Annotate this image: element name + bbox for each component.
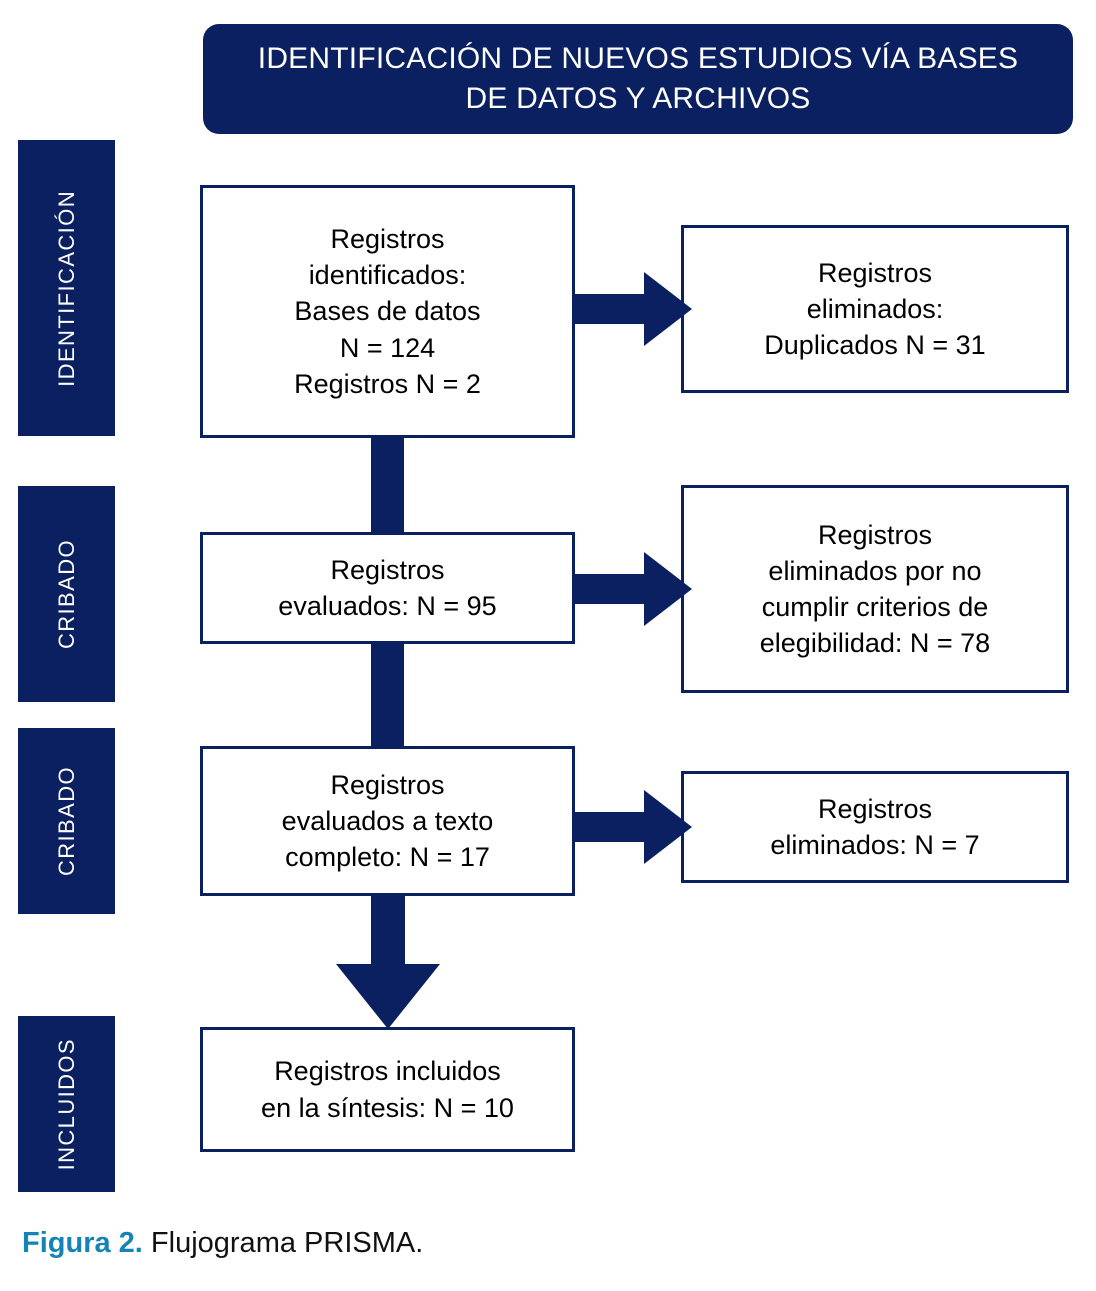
box-records-excluded-criteria: Registros eliminados por no cumplir crit… <box>681 485 1069 693</box>
box-fulltext-excluded-text: Registros eliminados: N = 7 <box>770 793 980 860</box>
stage-label-incluidos: INCLUIDOS <box>18 1016 115 1192</box>
box-fulltext-excluded: Registros eliminados: N = 7 <box>681 771 1069 883</box>
box-fulltext-assessed-text: Registros evaluados a texto completo: N … <box>281 769 494 873</box>
diagram-header-banner: IDENTIFICACIÓN DE NUEVOS ESTUDIOS VÍA BA… <box>203 24 1073 134</box>
stage-label-cribado-2: CRIBADO <box>18 728 115 914</box>
stage-label-cribado-1: CRIBADO <box>18 486 115 702</box>
connector-identified-to-screened <box>371 436 404 534</box>
connector-screened-to-fulltext <box>371 642 404 748</box>
box-studies-included-text: Registros incluidos en la síntesis: N = … <box>261 1056 514 1123</box>
stage-label-cribado-2-text: CRIBADO <box>53 765 79 877</box>
box-records-excluded-criteria-text: Registros eliminados por no cumplir crit… <box>759 519 991 659</box>
arrow-down-to-included-icon <box>336 894 440 1029</box>
diagram-header-title: IDENTIFICACIÓN DE NUEVOS ESTUDIOS VÍA BA… <box>257 42 1019 115</box>
stage-label-identificacion: IDENTIFICACIÓN <box>18 140 115 436</box>
stage-label-identificacion-text: IDENTIFICACIÓN <box>53 189 79 387</box>
stage-label-cribado-1-text: CRIBADO <box>53 538 79 650</box>
box-records-screened-text: Registros evaluados: N = 95 <box>278 554 497 621</box>
arrow-right-to-duplicates-icon <box>572 272 692 346</box>
box-records-screened: Registros evaluados: N = 95 <box>200 532 575 644</box>
figure-caption: Figura 2. Flujograma PRISMA. <box>22 1226 423 1261</box>
box-records-identified-text: Registros identificados: Bases de datos … <box>294 224 481 399</box>
arrow-right-to-excluded-fulltext-icon <box>572 790 692 864</box>
box-studies-included: Registros incluidos en la síntesis: N = … <box>200 1027 575 1152</box>
box-duplicates-removed-text: Registros eliminados: Duplicados N = 31 <box>764 257 986 361</box>
figure-caption-label: Figura 2. <box>22 1227 143 1259</box>
arrow-right-to-excluded-criteria-icon <box>572 552 692 626</box>
stage-label-incluidos-text: INCLUIDOS <box>53 1037 79 1171</box>
box-records-identified: Registros identificados: Bases de datos … <box>200 185 575 438</box>
box-duplicates-removed: Registros eliminados: Duplicados N = 31 <box>681 225 1069 393</box>
box-fulltext-assessed: Registros evaluados a texto completo: N … <box>200 746 575 896</box>
figure-caption-text: Flujograma PRISMA. <box>142 1227 424 1259</box>
